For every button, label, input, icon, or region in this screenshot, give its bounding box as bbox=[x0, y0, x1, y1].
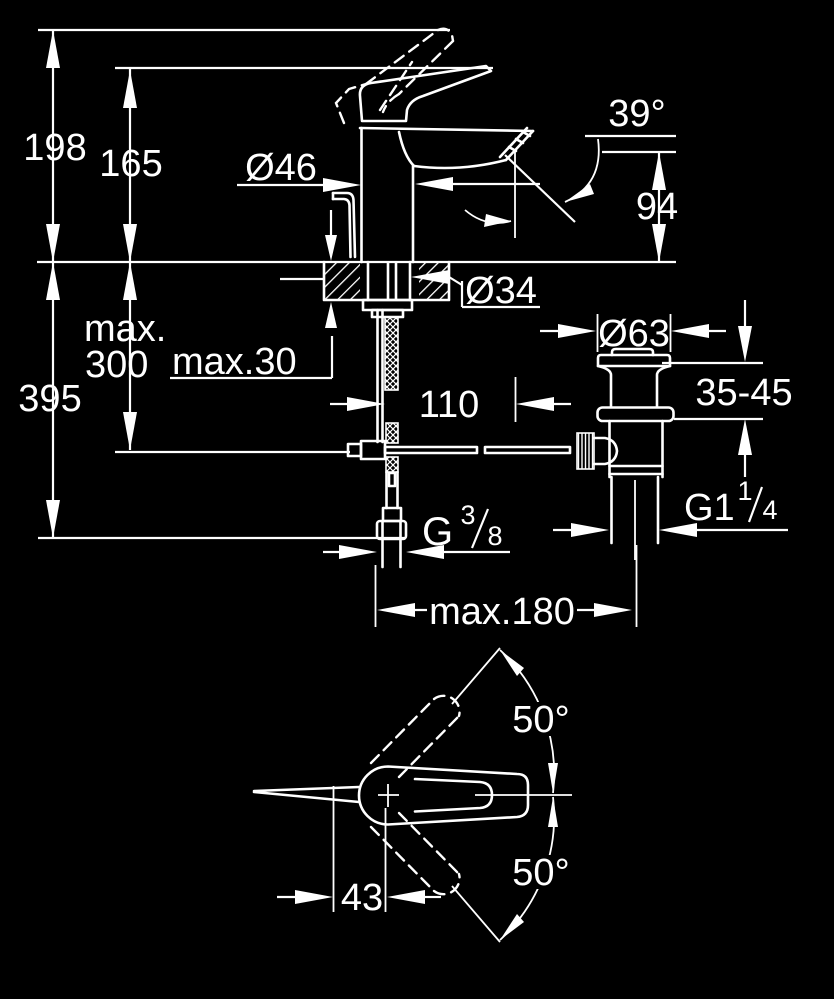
mounting-shank bbox=[361, 260, 414, 569]
dimension-labels: 198 165 395 max. 300 max.30 Ø46 39° 94 Ø… bbox=[18, 93, 792, 919]
dimension-43 bbox=[277, 786, 441, 912]
label-max300-line2: 300 bbox=[85, 344, 148, 386]
handle-side-raised-dashed bbox=[334, 27, 455, 125]
faucet-body bbox=[358, 126, 535, 264]
label-g114-denominator: 4 bbox=[762, 495, 777, 525]
label-50-bottom: 50° bbox=[512, 852, 569, 894]
label-43: 43 bbox=[341, 877, 383, 919]
label-angle39: 39° bbox=[608, 93, 665, 135]
label-50-top: 50° bbox=[512, 699, 569, 741]
label-g38-prefix: G bbox=[422, 510, 453, 554]
handle-top-swing-dashed bbox=[369, 694, 461, 896]
label-height-395: 395 bbox=[18, 378, 81, 420]
handle-top-view bbox=[252, 647, 572, 943]
label-height-198: 198 bbox=[23, 127, 86, 169]
popup-linkage-rod bbox=[346, 439, 572, 461]
label-g114-numerator: 1 bbox=[737, 476, 752, 506]
label-g38-denominator: 8 bbox=[487, 521, 502, 551]
label-dia46: Ø46 bbox=[245, 147, 317, 189]
label-height-165: 165 bbox=[99, 143, 162, 185]
handle-top-solid bbox=[357, 765, 530, 826]
label-max300-line1: max. bbox=[84, 308, 166, 350]
lift-rod-knob bbox=[331, 191, 357, 259]
dimensions-side-view bbox=[37, 28, 788, 627]
label-max180: max.180 bbox=[429, 591, 575, 633]
label-35-45: 35-45 bbox=[695, 372, 792, 414]
label-dia34: Ø34 bbox=[465, 270, 537, 312]
popup-waste-assembly bbox=[576, 347, 675, 560]
handle-side-solid bbox=[358, 64, 493, 123]
swing-angle-construction bbox=[451, 647, 558, 943]
counter-deck bbox=[280, 260, 451, 302]
label-110: 110 bbox=[419, 384, 480, 426]
stream-angle-construction bbox=[464, 134, 676, 238]
label-max30: max.30 bbox=[172, 341, 297, 383]
label-g114-prefix: G1 bbox=[684, 487, 735, 529]
label-94: 94 bbox=[636, 186, 678, 228]
label-dia63: Ø63 bbox=[598, 313, 670, 355]
label-g38-numerator: 3 bbox=[460, 500, 475, 530]
